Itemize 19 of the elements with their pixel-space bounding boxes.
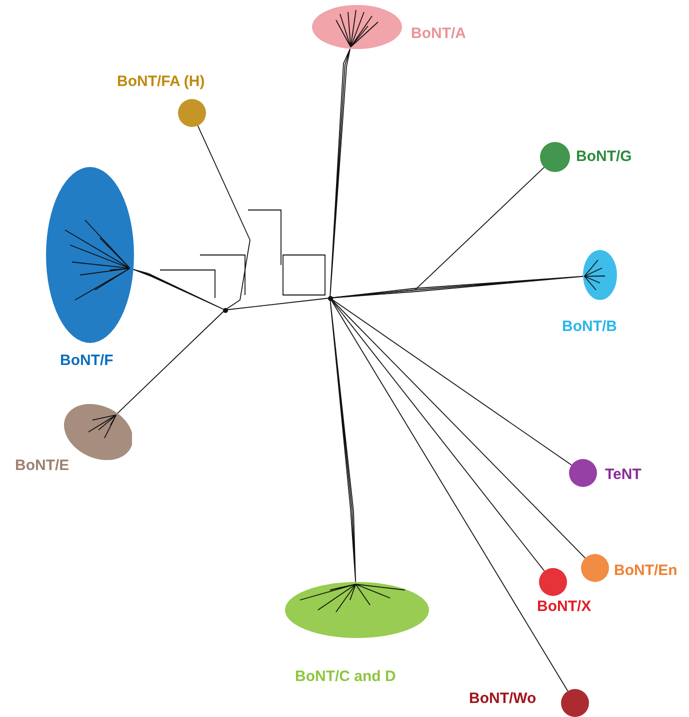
cluster-label: BoNT/X	[537, 598, 592, 616]
cluster-label: TeNT	[605, 466, 642, 484]
cluster-label: BoNT/F	[60, 352, 114, 370]
tree-branch	[330, 48, 351, 298]
cluster-label: BoNT/B	[562, 318, 617, 336]
tree-branch	[116, 310, 226, 414]
cluster-label: BoNT/En	[614, 562, 678, 580]
cluster-label: BoNT/Wo	[469, 690, 536, 708]
cluster-label: BoNT/A	[411, 25, 466, 43]
junction-dot	[328, 296, 332, 300]
cluster-label: BoNT/E	[15, 456, 70, 475]
cluster-label: BoNT/C and D	[295, 668, 396, 686]
tree-branch	[330, 298, 545, 572]
cluster-label: BoNT/FA (H)	[117, 73, 205, 91]
tree-branch	[330, 298, 586, 558]
tree-branch	[197, 125, 250, 310]
tree-branch	[132, 269, 226, 310]
cluster-label: BoNT/G	[576, 148, 632, 166]
junction-dot	[222, 308, 228, 312]
